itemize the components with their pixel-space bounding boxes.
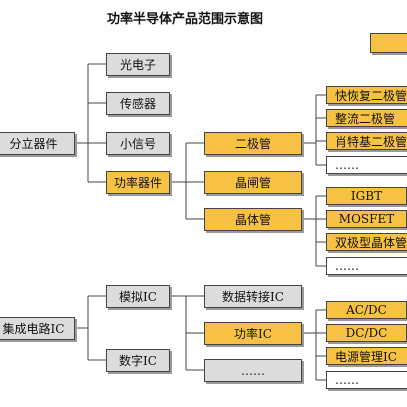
leaf-fast-recovery-diode: 快恢复二极管 bbox=[326, 86, 407, 104]
root-discrete-devices: 分立器件 bbox=[0, 132, 75, 155]
node-sensors: 传感器 bbox=[106, 92, 170, 115]
leaf-diode-more: …… bbox=[326, 156, 407, 174]
node-power-ic: 功率IC bbox=[204, 322, 302, 345]
leaf-bipolar-transistor: 双极型晶体管 bbox=[326, 233, 407, 251]
node-thyristor: 晶闸管 bbox=[204, 171, 302, 194]
leaf-mosfet: MOSFET bbox=[326, 210, 407, 228]
leaf-dc-dc: DC/DC bbox=[326, 324, 407, 342]
node-analog-ic-more: …… bbox=[204, 359, 302, 382]
legend-swatch bbox=[370, 33, 407, 53]
node-analog-ic: 模拟IC bbox=[106, 285, 170, 308]
leaf-power-ic-more: …… bbox=[326, 371, 407, 389]
root-integrated-circuit: 集成电路IC bbox=[0, 317, 75, 340]
diagram-title: 功率半导体产品范围示意图 bbox=[106, 12, 263, 27]
node-small-signal: 小信号 bbox=[106, 132, 170, 155]
leaf-rectifier-diode: 整流二极管 bbox=[326, 109, 407, 127]
leaf-transistor-more: …… bbox=[326, 257, 407, 275]
leaf-power-management-ic: 电源管理IC bbox=[326, 347, 407, 365]
leaf-igbt: IGBT bbox=[326, 187, 407, 205]
node-power-devices: 功率器件 bbox=[106, 171, 170, 194]
node-diode: 二极管 bbox=[204, 132, 302, 155]
node-transistor: 晶体管 bbox=[204, 208, 302, 231]
leaf-schottky-diode: 肖特基二极管 bbox=[326, 132, 407, 150]
leaf-ac-dc: AC/DC bbox=[326, 301, 407, 319]
node-data-converter-ic: 数据转接IC bbox=[204, 285, 302, 308]
node-optoelectronics: 光电子 bbox=[106, 53, 170, 76]
node-digital-ic: 数字IC bbox=[106, 349, 170, 372]
